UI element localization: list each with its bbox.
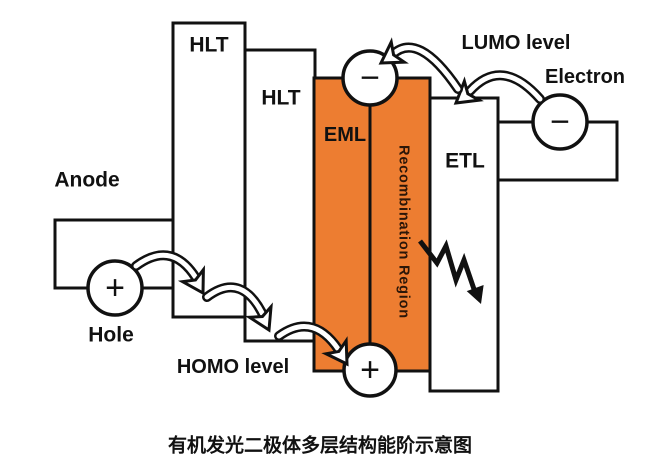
hole-hop-arrow-3 <box>274 321 349 367</box>
hole-label: Hole <box>88 323 134 347</box>
plus-icon: + <box>105 269 125 307</box>
arrowhead-icon <box>177 265 205 296</box>
etl-label: ETL <box>445 149 485 173</box>
electron-label: Electron <box>544 66 626 88</box>
minus-icon: − <box>360 59 380 97</box>
diagram-caption: 有机发光二极体多层结构能阶示意图 <box>167 435 473 457</box>
electron-hop-arrow-1 <box>453 70 545 105</box>
eml-homo-hole-circle <box>342 342 398 398</box>
electron-circle <box>531 93 589 151</box>
hole-hop-arrow-2 <box>202 282 273 333</box>
minus-icon: − <box>550 103 570 141</box>
photon-emission-bolt <box>418 239 484 304</box>
arrowhead-icon <box>244 302 273 333</box>
eml-lumo-electron-circle <box>341 49 399 107</box>
electron-hop-arrow-2 <box>378 37 463 94</box>
hlt1-box <box>171 21 247 319</box>
hlt1-label: HLT <box>189 33 229 57</box>
eml-box <box>312 76 432 373</box>
hole-circle <box>86 259 144 317</box>
hlt2-box <box>243 48 317 343</box>
eml-label: EML <box>323 124 367 146</box>
etl-box <box>428 96 500 393</box>
lumo-level-label: LUMO level <box>461 32 571 54</box>
plus-icon: + <box>360 351 380 389</box>
arrowhead-icon <box>378 37 409 65</box>
bolt-arrowhead-icon <box>466 284 484 304</box>
hole-hop-arrow-1 <box>131 250 205 296</box>
hlt2-label: HLT <box>261 86 301 110</box>
homo-level-label: HOMO level <box>176 356 290 378</box>
recombination-region-label: Recombination Region <box>395 145 412 319</box>
anode-label: Anode <box>54 168 120 192</box>
arrowhead-icon <box>321 336 349 367</box>
